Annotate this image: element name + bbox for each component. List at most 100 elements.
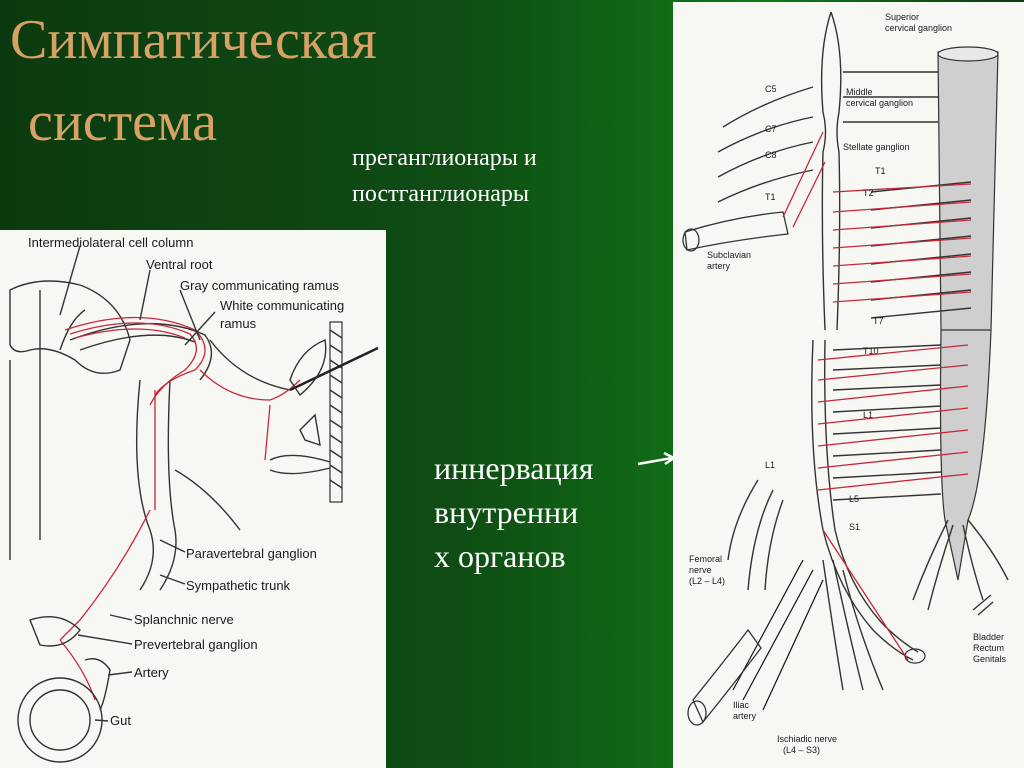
spinal-nerve xyxy=(209,339,291,391)
subtitle: преганглионары и постганглионары xyxy=(352,140,537,212)
ischiadic-branches xyxy=(822,559,884,691)
label-superior-2: cervical ganglion xyxy=(885,23,952,33)
pointer-arrow-icon xyxy=(637,452,676,466)
leader-paravertebral xyxy=(159,539,186,553)
note-line-1: иннервация xyxy=(434,450,594,486)
nerve-c8 xyxy=(717,141,814,178)
label-t10: T10 xyxy=(863,346,879,356)
gut-inner-wall xyxy=(29,689,91,751)
skin-hatching xyxy=(329,329,343,489)
hair-follicle xyxy=(299,413,321,447)
lumbar-chain xyxy=(811,339,914,661)
label-c5: C5 xyxy=(765,84,777,94)
label-c7: C7 xyxy=(765,124,777,134)
label-genitals: Genitals xyxy=(973,654,1007,664)
leader-gut xyxy=(94,719,109,722)
label-subclavian-1: Subclavian xyxy=(707,250,751,260)
leader-sympathetic-trunk xyxy=(159,574,186,585)
label-superior-1: Superior xyxy=(885,12,919,22)
innervation-note: иннервация внутренни х органов xyxy=(434,446,593,578)
label-t2: T2 xyxy=(863,188,874,198)
label-ischiadic-2: (L4 – S3) xyxy=(783,745,820,755)
label-iliac-1: Iliac xyxy=(733,700,750,710)
lumbar-nerves xyxy=(832,344,942,501)
label-ventral-root: Ventral root xyxy=(146,257,213,272)
skin-layer xyxy=(329,321,343,503)
label-iliac-2: artery xyxy=(733,711,757,721)
root-inner xyxy=(79,334,196,351)
label-l1-left: L1 xyxy=(765,460,775,470)
note-line-3: х органов xyxy=(434,538,566,574)
sympathetic-pathway-diagram: Intermediolateral cell column Ventral ro… xyxy=(0,230,386,768)
slide-title-line-2: система xyxy=(28,91,217,153)
leader-white-ramus xyxy=(184,311,216,346)
label-white-ramus-1: White communicating xyxy=(220,298,344,313)
label-gray-ramus: Gray communicating ramus xyxy=(180,278,339,293)
lumbar-chain-right xyxy=(824,339,919,653)
slide-title-line-1: Симпатическая xyxy=(10,9,377,71)
nerve-c5 xyxy=(722,86,814,128)
note-line-2: внутренни xyxy=(434,494,579,530)
leader-splanchnic xyxy=(109,614,133,621)
label-t1-left: T1 xyxy=(765,192,776,202)
nerve-c7 xyxy=(717,116,814,153)
iliac-artery-shape xyxy=(692,628,762,724)
label-femoral-2: nerve xyxy=(689,565,712,575)
lumbar-sacral-diagram: T10 L1 L1 L5 S1 Femoral nerve (L2 – L4) … xyxy=(673,330,1024,768)
trunk-branch xyxy=(174,469,241,531)
femoral-branches xyxy=(727,479,784,591)
label-s1: S1 xyxy=(849,522,860,532)
sympathetic-chain xyxy=(820,11,832,330)
label-subclavian-2: artery xyxy=(707,261,731,271)
spinal-cord-outline xyxy=(9,280,131,374)
subclavian-artery-end xyxy=(682,228,700,252)
spinal-cord-top xyxy=(937,46,999,62)
label-ischiadic-1: Ischiadic nerve xyxy=(777,734,837,744)
upper-roots xyxy=(843,71,938,123)
label-c8: C8 xyxy=(765,150,777,160)
label-rectum: Rectum xyxy=(973,643,1004,653)
postganglionic-fiber xyxy=(199,369,301,401)
preganglionic-fiber-3 xyxy=(74,328,186,339)
thoracic-red-fibers xyxy=(832,183,972,303)
cervical-thoracic-diagram: Superior cervical ganglion Middle cervic… xyxy=(673,2,1024,330)
cervical-thoracic-drawing: Superior cervical ganglion Middle cervic… xyxy=(682,11,999,330)
bladder-nerves xyxy=(972,594,994,616)
lumbar-red-fibers xyxy=(817,344,969,661)
cauda-equina xyxy=(912,519,1009,611)
label-t7: T7 xyxy=(873,316,884,326)
iliac-artery-end xyxy=(687,700,707,726)
sweat-gland xyxy=(289,339,327,397)
spinal-cord-column xyxy=(937,51,999,330)
label-stellate: Stellate ganglion xyxy=(843,142,910,152)
pathway-drawing: Intermediolateral cell column Ventral ro… xyxy=(9,235,379,763)
label-t1-right: T1 xyxy=(875,166,886,176)
label-l5: L5 xyxy=(849,494,859,504)
nerve-t1 xyxy=(717,169,814,203)
gray-matter-horn xyxy=(59,309,86,351)
label-paravertebral: Paravertebral ganglion xyxy=(186,546,317,561)
label-intermediolateral: Intermediolateral cell column xyxy=(28,235,193,250)
cervical-red-fibers xyxy=(782,131,826,228)
trunk-right-edge xyxy=(159,379,177,591)
lumbar-sacral-drawing: T10 L1 L1 L5 S1 Femoral nerve (L2 – L4) … xyxy=(687,330,1009,755)
label-sympathetic-trunk: Sympathetic trunk xyxy=(186,578,291,593)
label-femoral-1: Femoral xyxy=(689,554,722,564)
subclavian-artery-shape xyxy=(684,211,789,251)
label-l1-right: L1 xyxy=(863,410,873,420)
label-prevertebral: Prevertebral ganglion xyxy=(134,637,258,652)
postganglionic-fiber-2 xyxy=(264,404,271,461)
artery-shape xyxy=(84,658,111,711)
label-middle-2: cervical ganglion xyxy=(846,98,913,108)
ganglion-impar xyxy=(904,648,926,664)
subtitle-line-1: преганглионары и xyxy=(352,145,537,171)
leader-artery xyxy=(107,671,133,676)
sympathetic-chain-right xyxy=(830,11,842,330)
leader-intermediolateral xyxy=(59,245,81,316)
blood-vessel xyxy=(269,454,331,475)
preganglionic-fiber-1 xyxy=(64,316,206,396)
label-femoral-3: (L2 – L4) xyxy=(689,576,725,586)
label-white-ramus-2: ramus xyxy=(220,316,257,331)
prevertebral-ganglion-shape xyxy=(29,616,81,647)
